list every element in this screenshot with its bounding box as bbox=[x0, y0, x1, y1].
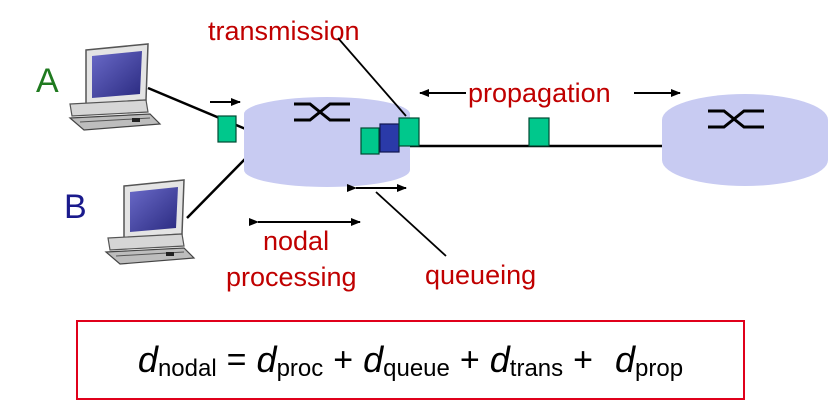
host-a-label: A bbox=[36, 62, 59, 100]
packet-transmitting bbox=[398, 117, 420, 147]
formula-term-sub: prop bbox=[635, 355, 684, 382]
formula-lhs-sub: nodal bbox=[157, 355, 217, 382]
formula-plus: + bbox=[459, 340, 480, 379]
propagation-label: propagation bbox=[468, 78, 611, 108]
router-left bbox=[244, 97, 410, 187]
computer-b-icon bbox=[104, 179, 196, 265]
formula-plus: + bbox=[333, 340, 354, 379]
packet-incoming bbox=[217, 115, 237, 143]
formula-term-sub: trans bbox=[509, 355, 564, 382]
formula-equals: = bbox=[226, 340, 247, 379]
packet-propagating bbox=[528, 117, 550, 147]
transmission-label: transmission bbox=[208, 16, 360, 46]
nodal-processing-label-line2: processing bbox=[226, 262, 357, 292]
link-b-to-router bbox=[186, 157, 247, 219]
packet-queued-2 bbox=[379, 123, 400, 153]
packet-queued-1 bbox=[360, 127, 380, 155]
nodal-processing-label-line1: nodal bbox=[263, 226, 329, 256]
router-right bbox=[662, 94, 828, 186]
nodal-delay-formula: d nodal = d proc + d queue + d trans + d… bbox=[76, 320, 745, 400]
router-switch-icon bbox=[294, 102, 350, 122]
computer-a-icon bbox=[68, 43, 162, 131]
formula-term-sub: proc bbox=[276, 355, 324, 382]
formula-term-var: d bbox=[363, 339, 384, 380]
queueing-label: queueing bbox=[425, 260, 536, 290]
formula-term-sub: queue bbox=[383, 355, 450, 382]
transmission-pointer bbox=[337, 37, 407, 117]
router-switch-icon bbox=[708, 109, 764, 129]
formula-term-var: d bbox=[489, 339, 510, 380]
formula-term-var: d bbox=[256, 339, 277, 380]
formula-lhs-var: d bbox=[137, 339, 158, 380]
queueing-pointer bbox=[375, 191, 447, 257]
formula-plus: + bbox=[573, 340, 593, 379]
host-b-label: B bbox=[64, 188, 87, 226]
formula-term-var: d bbox=[615, 339, 636, 380]
